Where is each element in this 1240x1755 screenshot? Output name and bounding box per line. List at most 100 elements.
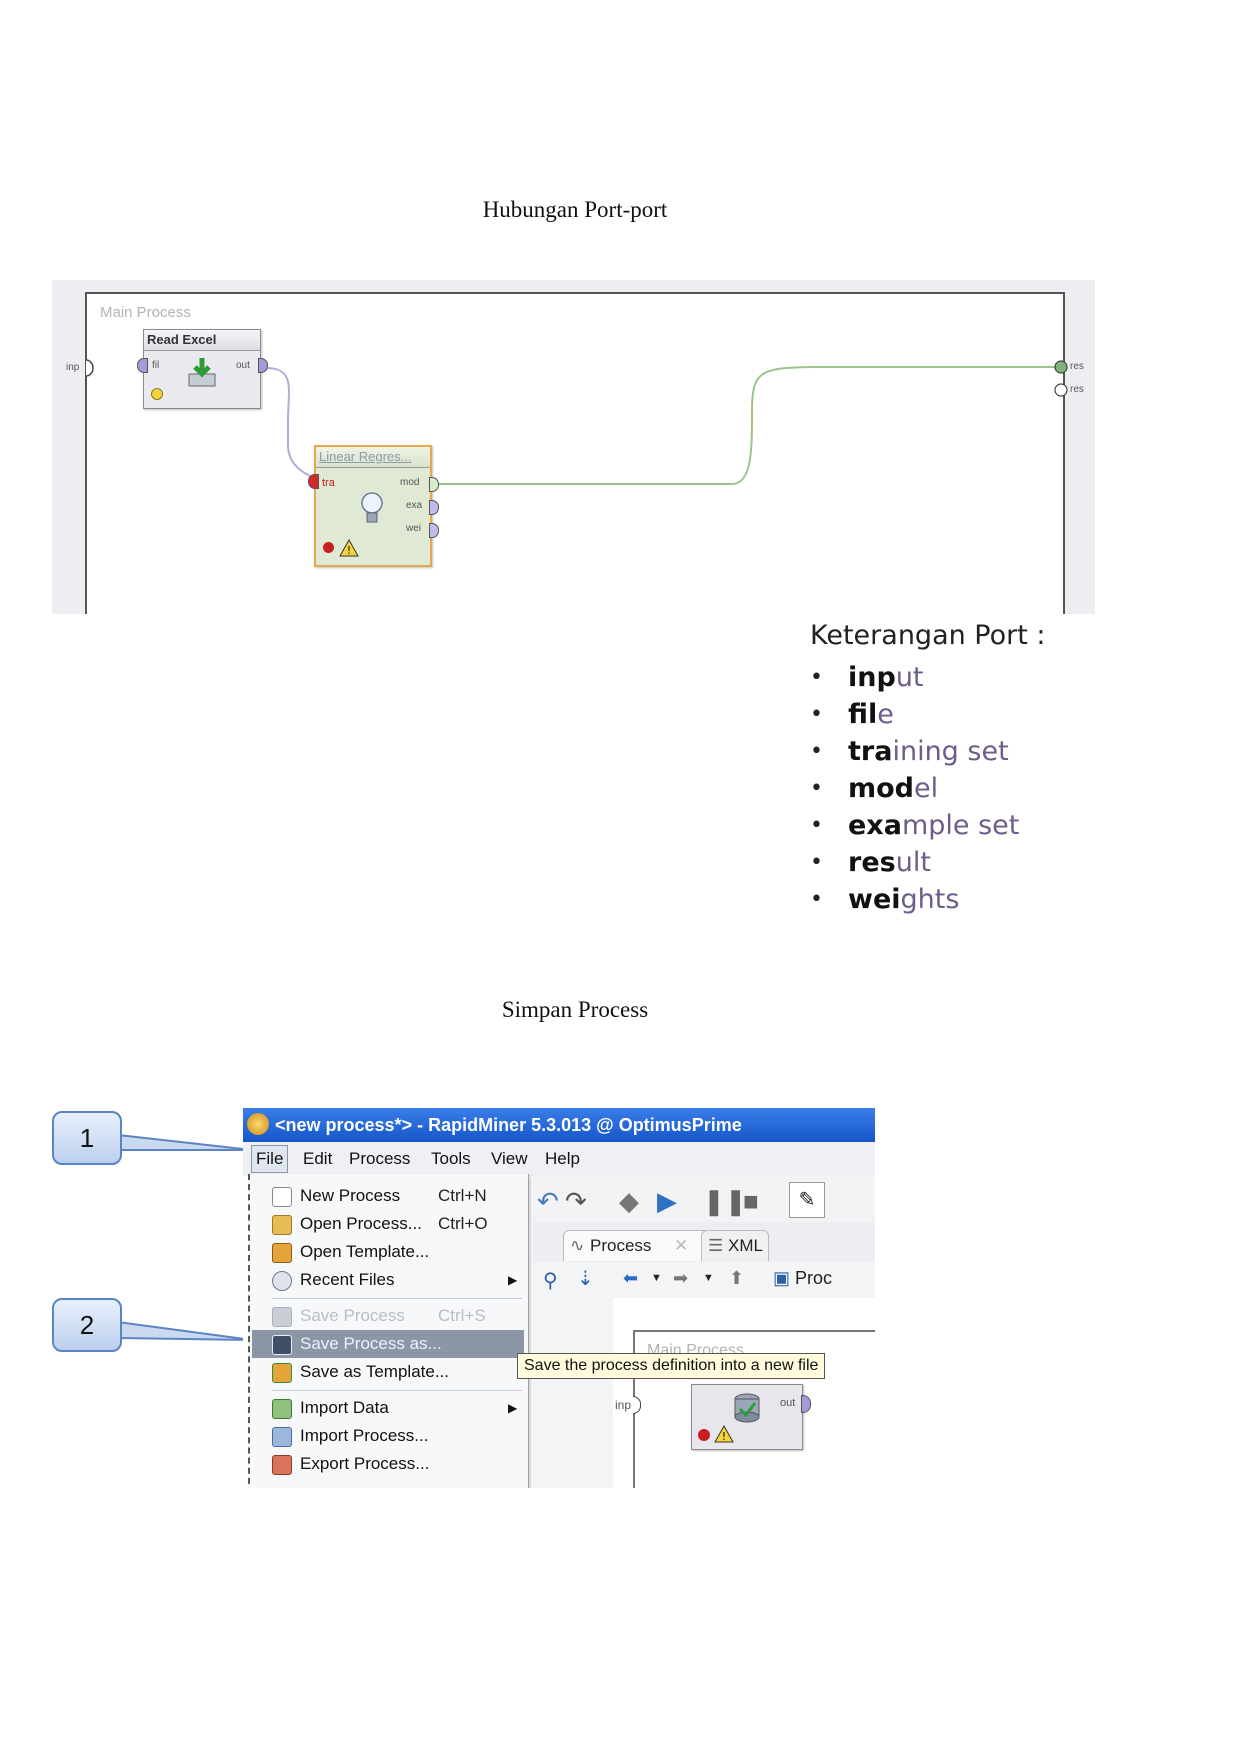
- menu-edit[interactable]: Edit: [303, 1149, 333, 1168]
- menu-separator: [272, 1390, 522, 1391]
- menu-item-open-template[interactable]: Open Template...: [252, 1238, 524, 1266]
- perspective-icon[interactable]: ✎: [789, 1182, 825, 1218]
- error-icon: [698, 1429, 710, 1441]
- result-port-1: [1054, 360, 1068, 374]
- output-port-exa[interactable]: [429, 500, 439, 515]
- template-icon: [272, 1243, 292, 1263]
- close-tab-icon[interactable]: ✕: [674, 1236, 689, 1255]
- chevron-down-icon[interactable]: ▼: [651, 1272, 662, 1284]
- menu-tools[interactable]: Tools: [431, 1149, 471, 1168]
- new-document-icon: [272, 1187, 292, 1207]
- output-port-out[interactable]: [258, 358, 268, 373]
- legend-item-weights: •weights: [810, 884, 960, 915]
- menu-left-edge: [248, 1174, 252, 1488]
- sort-icon[interactable]: ⇣: [577, 1268, 594, 1290]
- database-icon: [734, 1393, 760, 1423]
- error-icon: [323, 542, 334, 553]
- main-toolbar: ↶ ↷ ◆ ▶ ❚❚ ■ ✎: [533, 1176, 875, 1222]
- process-input-port: [85, 359, 94, 377]
- chevron-down-icon[interactable]: ▼: [703, 1272, 714, 1284]
- forward-arrow-icon[interactable]: ➡: [673, 1268, 689, 1288]
- operator-title: Read Excel: [144, 330, 260, 351]
- process-tab-icon: ∿: [570, 1236, 585, 1255]
- menu-item-export-process[interactable]: Export Process...: [252, 1450, 524, 1478]
- file-menu-dropdown: New Process Ctrl+N Open Process... Ctrl+…: [248, 1174, 529, 1488]
- output-port-out[interactable]: [801, 1395, 811, 1413]
- main-process-label: Main Process: [100, 304, 191, 321]
- redo-icon[interactable]: ↷: [565, 1186, 587, 1216]
- input-port-label: tra: [322, 477, 335, 489]
- operator-linear-regression[interactable]: Linear Regres... tra mod exa wei !: [308, 445, 439, 567]
- operator-title: Linear Regres...: [316, 447, 430, 468]
- legend-item-example-set: •example set: [810, 810, 1020, 841]
- submenu-arrow-icon: ▶: [508, 1273, 518, 1287]
- menu-separator: [272, 1298, 522, 1299]
- import-process-icon: [272, 1427, 292, 1447]
- filter-icon[interactable]: ⚲: [543, 1270, 558, 1292]
- operator-store[interactable]: out !: [691, 1384, 811, 1450]
- window-title: <new process*> - RapidMiner 5.3.013 @ Op…: [275, 1115, 742, 1135]
- legend-item-input: •input: [810, 662, 924, 693]
- save-as-tooltip: Save the process definition into a new f…: [517, 1353, 826, 1379]
- pause-icon[interactable]: ❚❚: [703, 1186, 747, 1216]
- result-port-label-2: res: [1070, 384, 1084, 395]
- menu-item-save-as-template[interactable]: Save as Template...: [252, 1358, 524, 1386]
- folder-open-icon: [272, 1215, 292, 1235]
- input-port-fil[interactable]: [137, 358, 148, 373]
- export-process-icon: [272, 1455, 292, 1475]
- tab-xml[interactable]: ☰ XML: [701, 1230, 769, 1261]
- result-port-2: [1054, 383, 1068, 397]
- menu-item-save-process-as[interactable]: Save Process as...: [252, 1330, 524, 1358]
- back-arrow-icon[interactable]: ⬅: [623, 1268, 639, 1288]
- svg-text:!: !: [722, 1430, 726, 1443]
- menu-item-new-process[interactable]: New Process Ctrl+N: [252, 1182, 524, 1210]
- process-breadcrumb[interactable]: ▣ Proc: [773, 1268, 833, 1288]
- menu-help[interactable]: Help: [545, 1149, 580, 1168]
- tab-process[interactable]: ∿ Process ✕: [563, 1230, 721, 1261]
- warning-icon: !: [339, 539, 359, 557]
- menu-file[interactable]: File: [251, 1145, 289, 1173]
- menu-item-save-process[interactable]: Save Process Ctrl+S: [252, 1302, 524, 1330]
- output-port-label-mod: mod: [400, 477, 420, 488]
- menu-bar: File Edit Process Tools View Help: [243, 1142, 875, 1176]
- svg-text:!: !: [347, 544, 351, 557]
- view-tabs: ∿ Process ✕ ☰ XML: [533, 1222, 875, 1262]
- callout-step-2: 2: [52, 1298, 122, 1352]
- template-save-icon: [272, 1363, 292, 1383]
- output-port-mod[interactable]: [429, 477, 439, 492]
- menu-item-import-data[interactable]: Import Data ▶: [252, 1394, 524, 1422]
- breakpoint-icon[interactable]: ◆: [619, 1186, 639, 1216]
- excel-import-icon: [188, 358, 216, 387]
- menu-view[interactable]: View: [491, 1149, 528, 1168]
- output-port-label: out: [236, 360, 250, 371]
- legend-list: •input •file •training set •model •examp…: [810, 659, 1046, 918]
- output-port-label-exa: exa: [406, 500, 423, 511]
- run-icon[interactable]: ▶: [657, 1186, 677, 1216]
- canvas-input-port[interactable]: [633, 1396, 641, 1414]
- legend-item-result: •result: [810, 847, 931, 878]
- undo-icon[interactable]: ↶: [537, 1186, 559, 1216]
- process-canvas-figure: Main Process inp res res Read Excel fil …: [52, 280, 1095, 614]
- xml-tab-icon: ☰: [708, 1236, 724, 1255]
- status-indicator-icon: [151, 388, 163, 400]
- legend-item-model: •model: [810, 773, 939, 804]
- operator-read-excel[interactable]: Read Excel fil out: [137, 329, 268, 409]
- output-port-label: out: [780, 1397, 796, 1409]
- up-arrow-icon[interactable]: ⬆: [729, 1268, 745, 1288]
- stop-icon[interactable]: ■: [743, 1186, 759, 1216]
- window-titlebar: <new process*> - RapidMiner 5.3.013 @ Op…: [243, 1108, 875, 1142]
- output-port-label-wei: wei: [406, 523, 422, 534]
- menu-item-import-process[interactable]: Import Process...: [252, 1422, 524, 1450]
- input-port-tra[interactable]: [308, 474, 319, 489]
- save-icon: [272, 1307, 292, 1327]
- process-navigation-bar: ⬅ ▼ ➡ ▼ ⬆ ▣ Proc: [613, 1262, 875, 1298]
- menu-process[interactable]: Process: [349, 1149, 411, 1168]
- lightbulb-icon: [361, 492, 383, 523]
- output-port-wei[interactable]: [429, 523, 439, 538]
- save-as-icon: [272, 1335, 292, 1355]
- warning-icon: !: [714, 1425, 734, 1443]
- menu-item-open-process[interactable]: Open Process... Ctrl+O: [252, 1210, 524, 1238]
- rapidminer-window: <new process*> - RapidMiner 5.3.013 @ Op…: [243, 1108, 875, 1488]
- menu-item-recent-files[interactable]: Recent Files ▶: [252, 1266, 524, 1294]
